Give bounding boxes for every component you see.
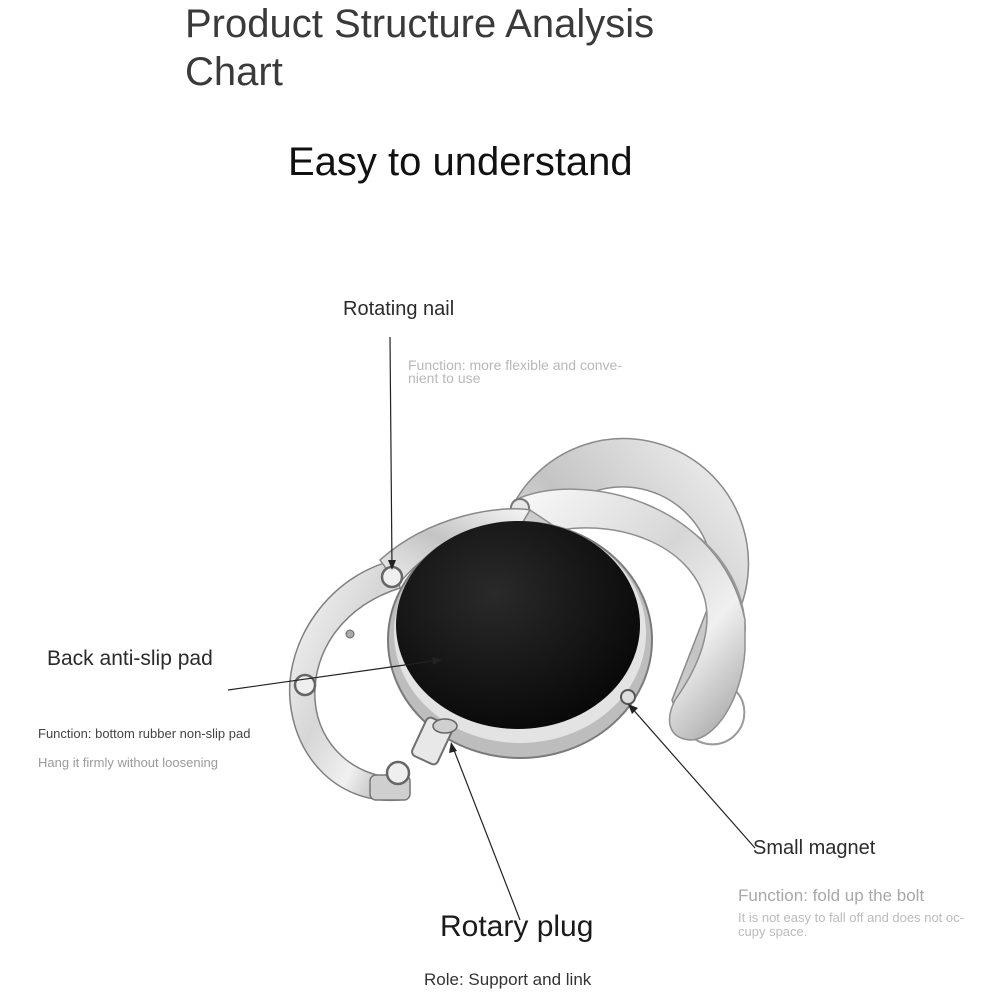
label-small-magnet: Small magnet — [753, 837, 876, 859]
role-rotary-plug: Role: Support and link — [424, 970, 592, 989]
label-anti-slip-pad: Back anti-slip pad — [47, 647, 213, 670]
title-line-1: Product Structure Analysis — [185, 2, 655, 46]
desc-rotating-nail: Function: more flexible and conve- nient… — [408, 357, 622, 386]
center-disc — [387, 521, 653, 759]
detail-small-magnet-line1: It is not easy to fall off and does not … — [738, 910, 964, 925]
pointer-rotary-plug — [451, 744, 521, 921]
detail-small-magnet: It is not easy to fall off and does not … — [738, 911, 964, 939]
pointer-small-magnet — [629, 705, 756, 849]
pointer-lines — [227, 336, 756, 921]
page-subtitle: Easy to understand — [288, 140, 633, 184]
rotary-plug — [411, 716, 458, 766]
ring-rivet-bottom — [385, 760, 411, 786]
label-rotating-nail: Rotating nail — [343, 298, 455, 320]
pointer-rotating-nail — [389, 336, 393, 569]
desc-anti-slip-pad: Function: bottom rubber non-slip pad — [38, 726, 251, 741]
desc-rotating-nail-line1: Function: more flexible and conve- — [408, 357, 622, 373]
label-rotary-plug: Rotary plug — [440, 910, 594, 943]
detail-small-magnet-line2: cupy space. — [738, 924, 808, 939]
title-line-2: Chart — [185, 50, 283, 94]
desc-small-magnet: Function: fold up the bolt — [738, 886, 925, 905]
detail-anti-slip-pad: Hang it firmly without loosening — [38, 755, 218, 770]
desc-rotating-nail-line2: nient to use — [408, 370, 481, 386]
page-title: Product Structure Analysis Chart — [185, 0, 654, 96]
pointer-anti-slip-pad — [227, 659, 441, 691]
anti-slip-pad — [396, 521, 640, 729]
small-magnet — [620, 689, 636, 705]
